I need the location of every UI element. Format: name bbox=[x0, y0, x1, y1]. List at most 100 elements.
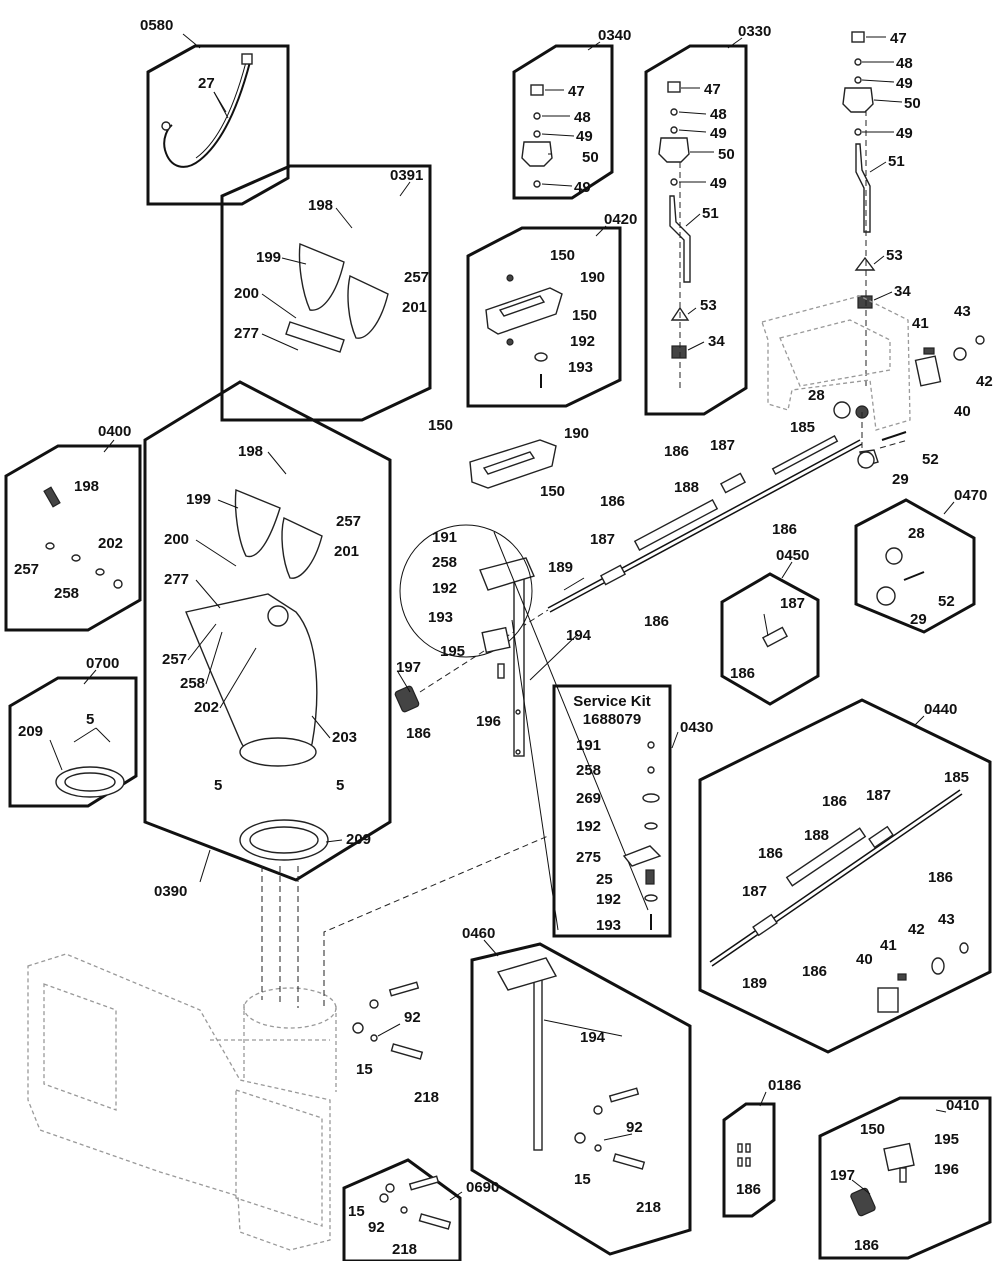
callout: 49 bbox=[896, 125, 913, 142]
callout: 28 bbox=[908, 525, 925, 542]
callout: 209 bbox=[18, 723, 43, 740]
callout: 187 bbox=[590, 531, 615, 548]
callout: 195 bbox=[934, 1131, 959, 1148]
callout: 218 bbox=[636, 1199, 661, 1216]
callout: 49 bbox=[574, 179, 591, 196]
group-outline-0410 bbox=[818, 1096, 992, 1260]
control-rod-assembly bbox=[419, 405, 909, 693]
callout: 187 bbox=[780, 595, 805, 612]
callout: 258 bbox=[54, 585, 79, 602]
callout: 92 bbox=[404, 1009, 421, 1026]
callout: 186 bbox=[730, 665, 755, 682]
callout: 187 bbox=[742, 883, 767, 900]
group-outline-0460 bbox=[470, 942, 692, 1256]
group-outline-0450 bbox=[720, 572, 820, 706]
callout: 194 bbox=[580, 1029, 606, 1046]
callout: 193 bbox=[596, 917, 621, 934]
callout: 40 bbox=[856, 951, 873, 968]
callout: 53 bbox=[886, 247, 903, 264]
group-outline-0330 bbox=[644, 44, 748, 416]
group-outline-0420 bbox=[466, 226, 622, 408]
callout: 185 bbox=[944, 769, 969, 786]
callout: 203 bbox=[332, 729, 357, 746]
callout: 192 bbox=[432, 580, 457, 597]
group-label-0400: 0400 bbox=[98, 423, 131, 440]
frame-bracket bbox=[761, 295, 911, 431]
callout: 47 bbox=[568, 83, 585, 100]
callout: 47 bbox=[890, 30, 907, 47]
gears-main bbox=[833, 401, 907, 469]
group-label-0580: 0580 bbox=[140, 17, 173, 34]
callout: 202 bbox=[194, 699, 219, 716]
callout: 200 bbox=[234, 285, 259, 302]
callout: 186 bbox=[736, 1181, 761, 1198]
callout: 189 bbox=[548, 559, 573, 576]
pivot-bracket-40 bbox=[914, 335, 985, 387]
callout: 186 bbox=[406, 725, 431, 742]
shift-knob-stack-main bbox=[842, 31, 903, 390]
group-label-0440: 0440 bbox=[924, 701, 957, 718]
callout-leaders bbox=[49, 91, 871, 1195]
deflector-0391 bbox=[285, 242, 389, 353]
callout: 257 bbox=[162, 651, 187, 668]
gears-0470 bbox=[876, 547, 925, 606]
callout: 193 bbox=[428, 609, 453, 626]
callout: 47 bbox=[704, 81, 721, 98]
callout: 50 bbox=[904, 95, 921, 112]
callout: 202 bbox=[98, 535, 123, 552]
callout: 50 bbox=[718, 146, 735, 163]
shift-body-190-kit bbox=[485, 274, 563, 388]
chute-assembly bbox=[185, 488, 323, 767]
group-outline-0391 bbox=[220, 164, 432, 422]
part-callouts: 27 47 48 49 50 49 47 48 49 50 49 51 53 3… bbox=[14, 30, 993, 1258]
kit-parts bbox=[622, 741, 662, 930]
callout: 150 bbox=[550, 247, 575, 264]
callout: 186 bbox=[600, 493, 625, 510]
detail-circle bbox=[399, 524, 533, 658]
service-kit-title: Service Kit bbox=[573, 693, 651, 710]
lever-0460 bbox=[496, 957, 646, 1170]
pins-0186 bbox=[737, 1143, 751, 1167]
callout: 191 bbox=[432, 529, 457, 546]
group-label-0420: 0420 bbox=[604, 211, 637, 228]
callout: 29 bbox=[892, 471, 909, 488]
callout: 190 bbox=[580, 269, 605, 286]
group-label-0391: 0391 bbox=[390, 167, 423, 184]
callout: 200 bbox=[164, 531, 189, 548]
callout: 201 bbox=[402, 299, 427, 316]
callout: 5 bbox=[86, 711, 94, 728]
callout: 218 bbox=[392, 1241, 417, 1258]
callout: 258 bbox=[180, 675, 205, 692]
callout: 190 bbox=[564, 425, 589, 442]
callout: 258 bbox=[576, 762, 601, 779]
group-outline-0690 bbox=[342, 1158, 462, 1261]
group-label-0700: 0700 bbox=[86, 655, 119, 672]
group-label-0470: 0470 bbox=[954, 487, 987, 504]
shift-spring-0410 bbox=[850, 1142, 915, 1217]
bolt-set-0690 bbox=[379, 1175, 452, 1230]
group-label-0690: 0690 bbox=[466, 1179, 499, 1196]
callout: 195 bbox=[440, 643, 465, 660]
callout: 43 bbox=[954, 303, 971, 320]
callout: 51 bbox=[888, 153, 905, 170]
group-label-0390: 0390 bbox=[154, 883, 187, 900]
callout: 192 bbox=[570, 333, 595, 350]
shift-knob-stack-0330 bbox=[658, 81, 714, 390]
callout: 92 bbox=[368, 1219, 385, 1236]
callout: 257 bbox=[14, 561, 39, 578]
group-outline-0700 bbox=[8, 676, 138, 808]
callout: 52 bbox=[922, 451, 939, 468]
group-outline-0400 bbox=[4, 444, 142, 632]
callout: 192 bbox=[596, 891, 621, 908]
callout: 185 bbox=[790, 419, 815, 436]
chute-ring-0700 bbox=[55, 766, 125, 798]
callout: 150 bbox=[572, 307, 597, 324]
callout: 41 bbox=[880, 937, 897, 954]
group-label-0340: 0340 bbox=[598, 27, 631, 44]
callout: 15 bbox=[356, 1061, 373, 1078]
callout: 34 bbox=[894, 283, 911, 300]
callout: 189 bbox=[742, 975, 767, 992]
chute-ring-209 bbox=[239, 819, 329, 861]
callout: 49 bbox=[710, 175, 727, 192]
group-label-0430: 0430 bbox=[680, 719, 713, 736]
